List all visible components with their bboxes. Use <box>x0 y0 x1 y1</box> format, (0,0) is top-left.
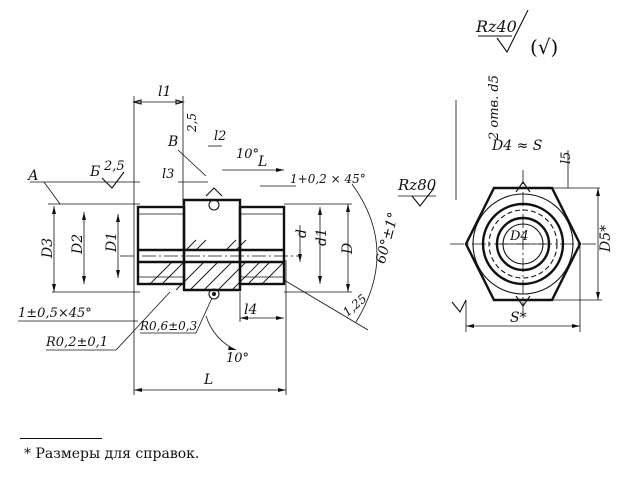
chamfer-bottom-label: 1±0,5×45° <box>18 306 92 321</box>
dim-d1: D1 <box>104 232 120 253</box>
seal-groove-bottom <box>208 288 220 300</box>
ref-a: А <box>27 168 39 184</box>
dim-d1-small: d1 <box>314 228 330 246</box>
end-view: D4 D4 ≈ S 2 отв. d5 Rz80 l5 D5* S* <box>397 75 614 332</box>
dim-d: d <box>294 229 310 238</box>
dim-l5: l5 <box>559 152 574 164</box>
footnote-text: * Размеры для справок. <box>24 446 200 462</box>
dim-d3: D3 <box>40 238 56 259</box>
dim-l-top: L <box>257 154 267 170</box>
dim-d2: D2 <box>70 234 86 255</box>
radius-r02: R0,2±0,1 <box>45 335 108 350</box>
roughness-check-label: (√) <box>530 35 558 59</box>
roughness-check-mark <box>496 9 529 54</box>
dim-l-bottom: L <box>203 372 213 388</box>
dim-l1: l1 <box>158 84 171 100</box>
section-hatching <box>149 239 285 291</box>
section-view: l1 <box>18 84 402 395</box>
seal-groove-top <box>208 199 220 211</box>
holes-label: 2 отв. d5 <box>487 75 502 141</box>
ref-v: В <box>167 134 178 150</box>
dim-angle-60: 60°±1° <box>373 211 402 266</box>
roughness-v-value: 2,5 <box>185 113 199 133</box>
central-collar <box>182 198 242 292</box>
dim-l2: l2 <box>214 129 226 144</box>
right-thread-body <box>238 205 286 286</box>
dim-d4-s: D4 ≈ S <box>491 138 542 154</box>
dim-s-star: S* <box>510 310 527 326</box>
angle-60-arc <box>351 183 378 323</box>
roughness-symbol-top: Rz40 (√) <box>475 9 558 59</box>
dim-l4: l4 <box>244 302 257 318</box>
roughness-rz40-label: Rz40 <box>475 17 517 36</box>
angle-top: 10° <box>236 147 259 162</box>
chamfer-top-label: 1+0,2 × 45° <box>290 172 366 186</box>
dim-d4-inner: D4 <box>509 229 529 244</box>
radius-r06: R0,6±0,3 <box>139 319 198 333</box>
dim-r125: 1,25 <box>340 291 369 319</box>
dim-l3: l3 <box>162 167 174 182</box>
angle-bottom: 10° <box>226 351 249 366</box>
roughness-rz80: Rz80 <box>397 176 437 194</box>
dim-d5-star: D5* <box>598 225 614 253</box>
ref-b-value: 2,5 <box>103 159 125 174</box>
dim-d-big: D <box>340 243 356 255</box>
footnote-rule <box>20 438 102 439</box>
ref-b: Б <box>89 164 100 180</box>
